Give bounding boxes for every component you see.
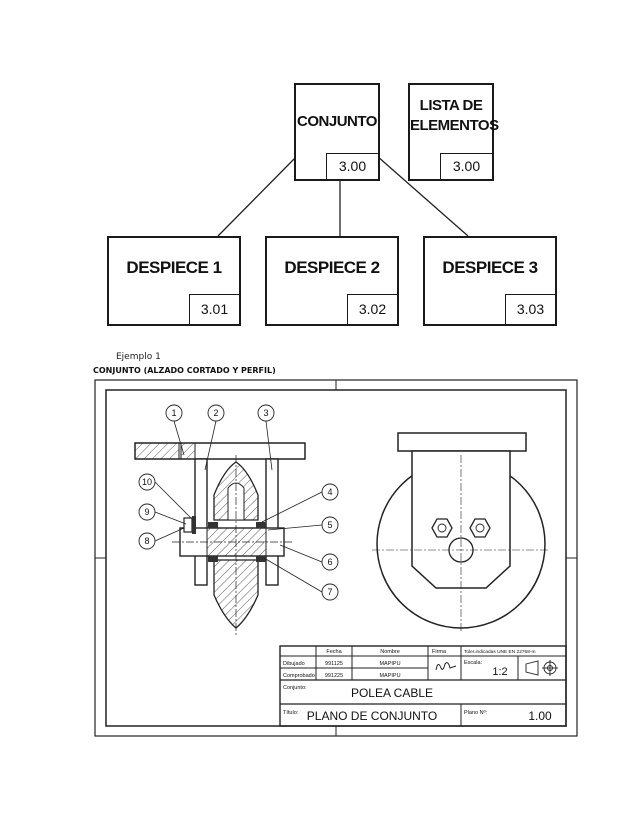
tb-tolerance-note: Toler.indicadas UNE EN 22768-m: [464, 649, 535, 655]
projection-symbol-icon: [525, 660, 558, 676]
despiece-1-label: DESPIECE 1: [126, 258, 222, 277]
despiece-3-code: 3.03: [505, 294, 555, 324]
tb-col-fecha: Fecha: [326, 649, 342, 655]
tb-row-comprobado: Comprobado: [283, 673, 315, 679]
balloon-1: 1: [171, 408, 176, 418]
tree-connectors: [217, 155, 469, 237]
lista-elementos-box: LISTA DE ELEMENTOS 3.00: [408, 83, 499, 181]
tb-plano-label: Plano Nº:: [464, 709, 488, 716]
balloon-7: 7: [327, 587, 332, 597]
despiece-2-label: DESPIECE 2: [284, 258, 380, 277]
despiece-3-box: DESPIECE 3 3.03: [423, 236, 557, 326]
tb-titulo-value: PLANO DE CONJUNTO: [307, 709, 437, 723]
balloon-2: 2: [213, 408, 218, 418]
tb-conjunto-value: POLEA CABLE: [351, 686, 433, 700]
despiece-3-label: DESPIECE 3: [442, 258, 538, 277]
conjunto-code: 3.00: [326, 153, 378, 179]
example-caption: Ejemplo 1: [116, 352, 161, 362]
tb-conjunto-label: Conjunto:: [283, 685, 307, 691]
lista-label-line2: ELEMENTOS: [410, 117, 499, 134]
despiece-2-code: 3.02: [347, 294, 397, 324]
balloon-3: 3: [263, 408, 268, 418]
part-balloons: [154, 420, 323, 593]
tb-comprobado-fecha: 991225: [325, 673, 343, 679]
despiece-1-box: DESPIECE 1 3.01: [107, 236, 241, 326]
despiece-2-box: DESPIECE 2 3.02: [265, 236, 399, 326]
balloon-10: 10: [142, 477, 152, 487]
conjunto-label: CONJUNTO: [297, 113, 377, 130]
lista-code: 3.00: [440, 153, 492, 179]
balloon-4: 4: [327, 487, 332, 497]
signature-mark: [435, 662, 457, 671]
tb-comprobado-nombre: MAPIPU: [379, 673, 400, 679]
section-view: [134, 442, 306, 635]
tb-col-firma: Firma: [432, 649, 447, 655]
conjunto-box: CONJUNTO 3.00: [294, 83, 380, 181]
tb-dibujado-fecha: 991125: [325, 661, 343, 667]
lista-label-line1: LISTA DE: [419, 97, 483, 114]
side-view: [372, 432, 550, 632]
balloon-6: 6: [327, 557, 332, 567]
balloon-5: 5: [327, 520, 332, 530]
title-block: [279, 645, 567, 727]
part-balloon-circles: [138, 404, 339, 601]
balloon-8: 8: [144, 536, 149, 546]
tb-escala-value: 1:2: [492, 666, 507, 678]
balloon-9: 9: [144, 507, 149, 517]
tb-titulo-label: Título:: [283, 710, 299, 716]
tb-dibujado-nombre: MAPIPU: [379, 661, 400, 667]
despiece-1-code: 3.01: [189, 294, 239, 324]
tb-col-nombre: Nombre: [380, 649, 400, 655]
tb-row-dibujado: Dibujado: [283, 661, 305, 667]
tb-escala-label: Escala:: [464, 660, 483, 666]
drawing-subtitle: CONJUNTO (ALZADO CORTADO Y PERFIL): [93, 366, 276, 375]
tb-plano-value: 1.00: [528, 709, 552, 723]
